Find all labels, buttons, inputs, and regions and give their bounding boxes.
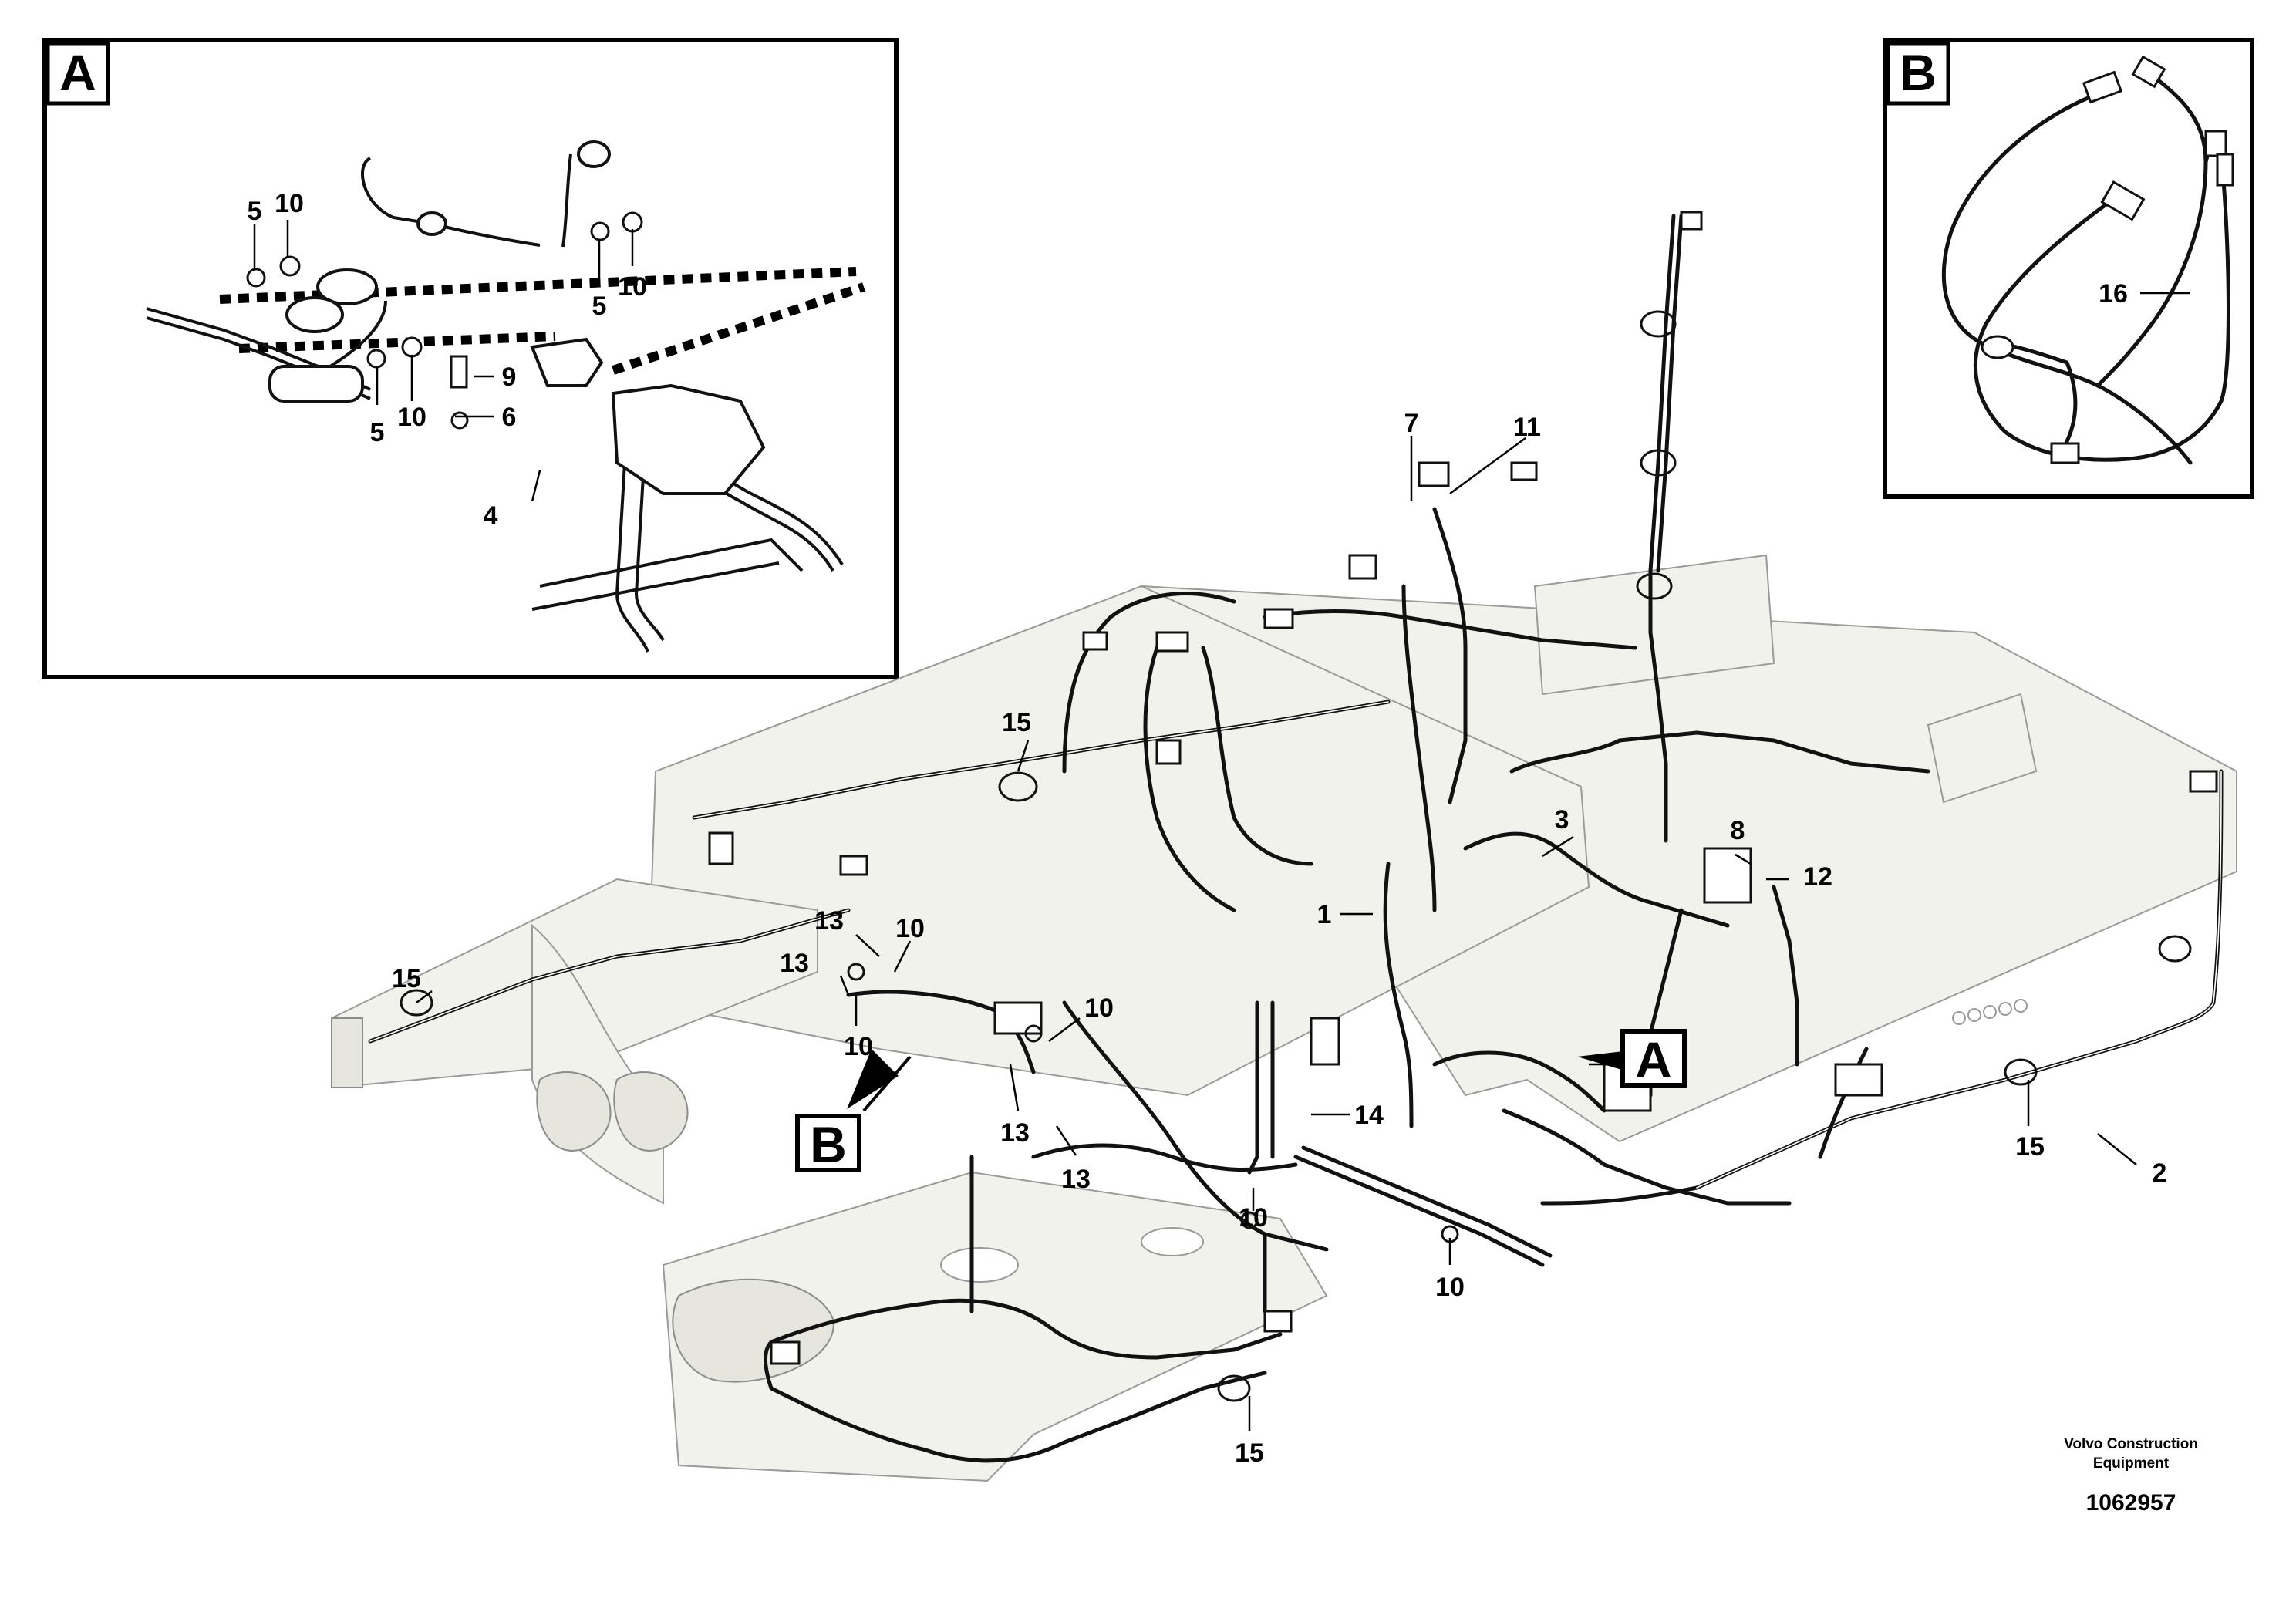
main-leaders [416, 436, 2137, 1431]
drawing-number: 1062957 [2086, 1490, 2176, 1516]
company-name-line1: Volvo Construction [2064, 1436, 2198, 1452]
callout-a-5-top: 5 [248, 197, 262, 226]
callout-13-c: 13 [1000, 1118, 1030, 1148]
callout-a-10-mid: 10 [618, 272, 647, 302]
callout-12: 12 [1803, 862, 1832, 892]
company-name-line2: Equipment [2093, 1455, 2170, 1472]
detail-b-panel: B 16 [1883, 38, 2254, 499]
reference-a-label: A [1635, 1031, 1672, 1088]
callout-15-top: 15 [1002, 708, 1031, 737]
detail-b-label: B [1900, 44, 1937, 101]
main-connectors [400, 211, 2218, 1402]
callout-15-left: 15 [392, 964, 421, 993]
reference-box-a: A [1620, 1029, 1687, 1088]
detail-a-dashed-lines [219, 267, 865, 375]
callout-a-4: 4 [484, 501, 498, 531]
callout-10-b: 10 [844, 1032, 873, 1061]
callout-10-d: 10 [1239, 1203, 1268, 1233]
callout-1: 1 [1317, 900, 1332, 929]
detail-a-valves [268, 140, 766, 495]
callout-13-a: 13 [814, 906, 844, 936]
callout-a-6: 6 [502, 403, 517, 432]
callout-a-10-top: 10 [275, 189, 304, 218]
callout-10-c: 10 [1084, 993, 1114, 1023]
callout-11: 11 [1513, 413, 1541, 442]
callout-13-b: 13 [780, 949, 809, 978]
callout-b-16: 16 [2099, 279, 2128, 309]
callout-14: 14 [1354, 1101, 1384, 1130]
reference-b-label: B [810, 1116, 847, 1173]
callout-a-9: 9 [502, 363, 517, 392]
callout-a-10-left: 10 [397, 403, 426, 432]
detail-a-fasteners [246, 211, 643, 430]
detail-a-panel: A [42, 38, 899, 679]
detail-b-connectors [1981, 55, 2234, 464]
detail-a-label: A [59, 44, 96, 101]
main-harness [368, 214, 2224, 1463]
callout-7: 7 [1404, 409, 1419, 438]
machine-frame [331, 554, 2237, 1482]
callout-10-e: 10 [1435, 1273, 1465, 1302]
callout-3: 3 [1555, 805, 1569, 835]
callout-13-d: 13 [1061, 1165, 1091, 1194]
callout-8: 8 [1731, 816, 1745, 845]
callout-2: 2 [2153, 1158, 2167, 1188]
footer-block: Volvo Construction Equipment 1062957 [2064, 1436, 2198, 1516]
reference-box-b: B [795, 1114, 861, 1173]
callout-15-bottom: 15 [1235, 1438, 1264, 1468]
callout-15-right: 15 [2015, 1132, 2045, 1162]
detail-a-leaders [253, 220, 634, 502]
callout-10-a: 10 [895, 914, 925, 943]
callout-a-5-mid: 5 [592, 292, 607, 321]
callout-a-5-left: 5 [370, 418, 385, 447]
